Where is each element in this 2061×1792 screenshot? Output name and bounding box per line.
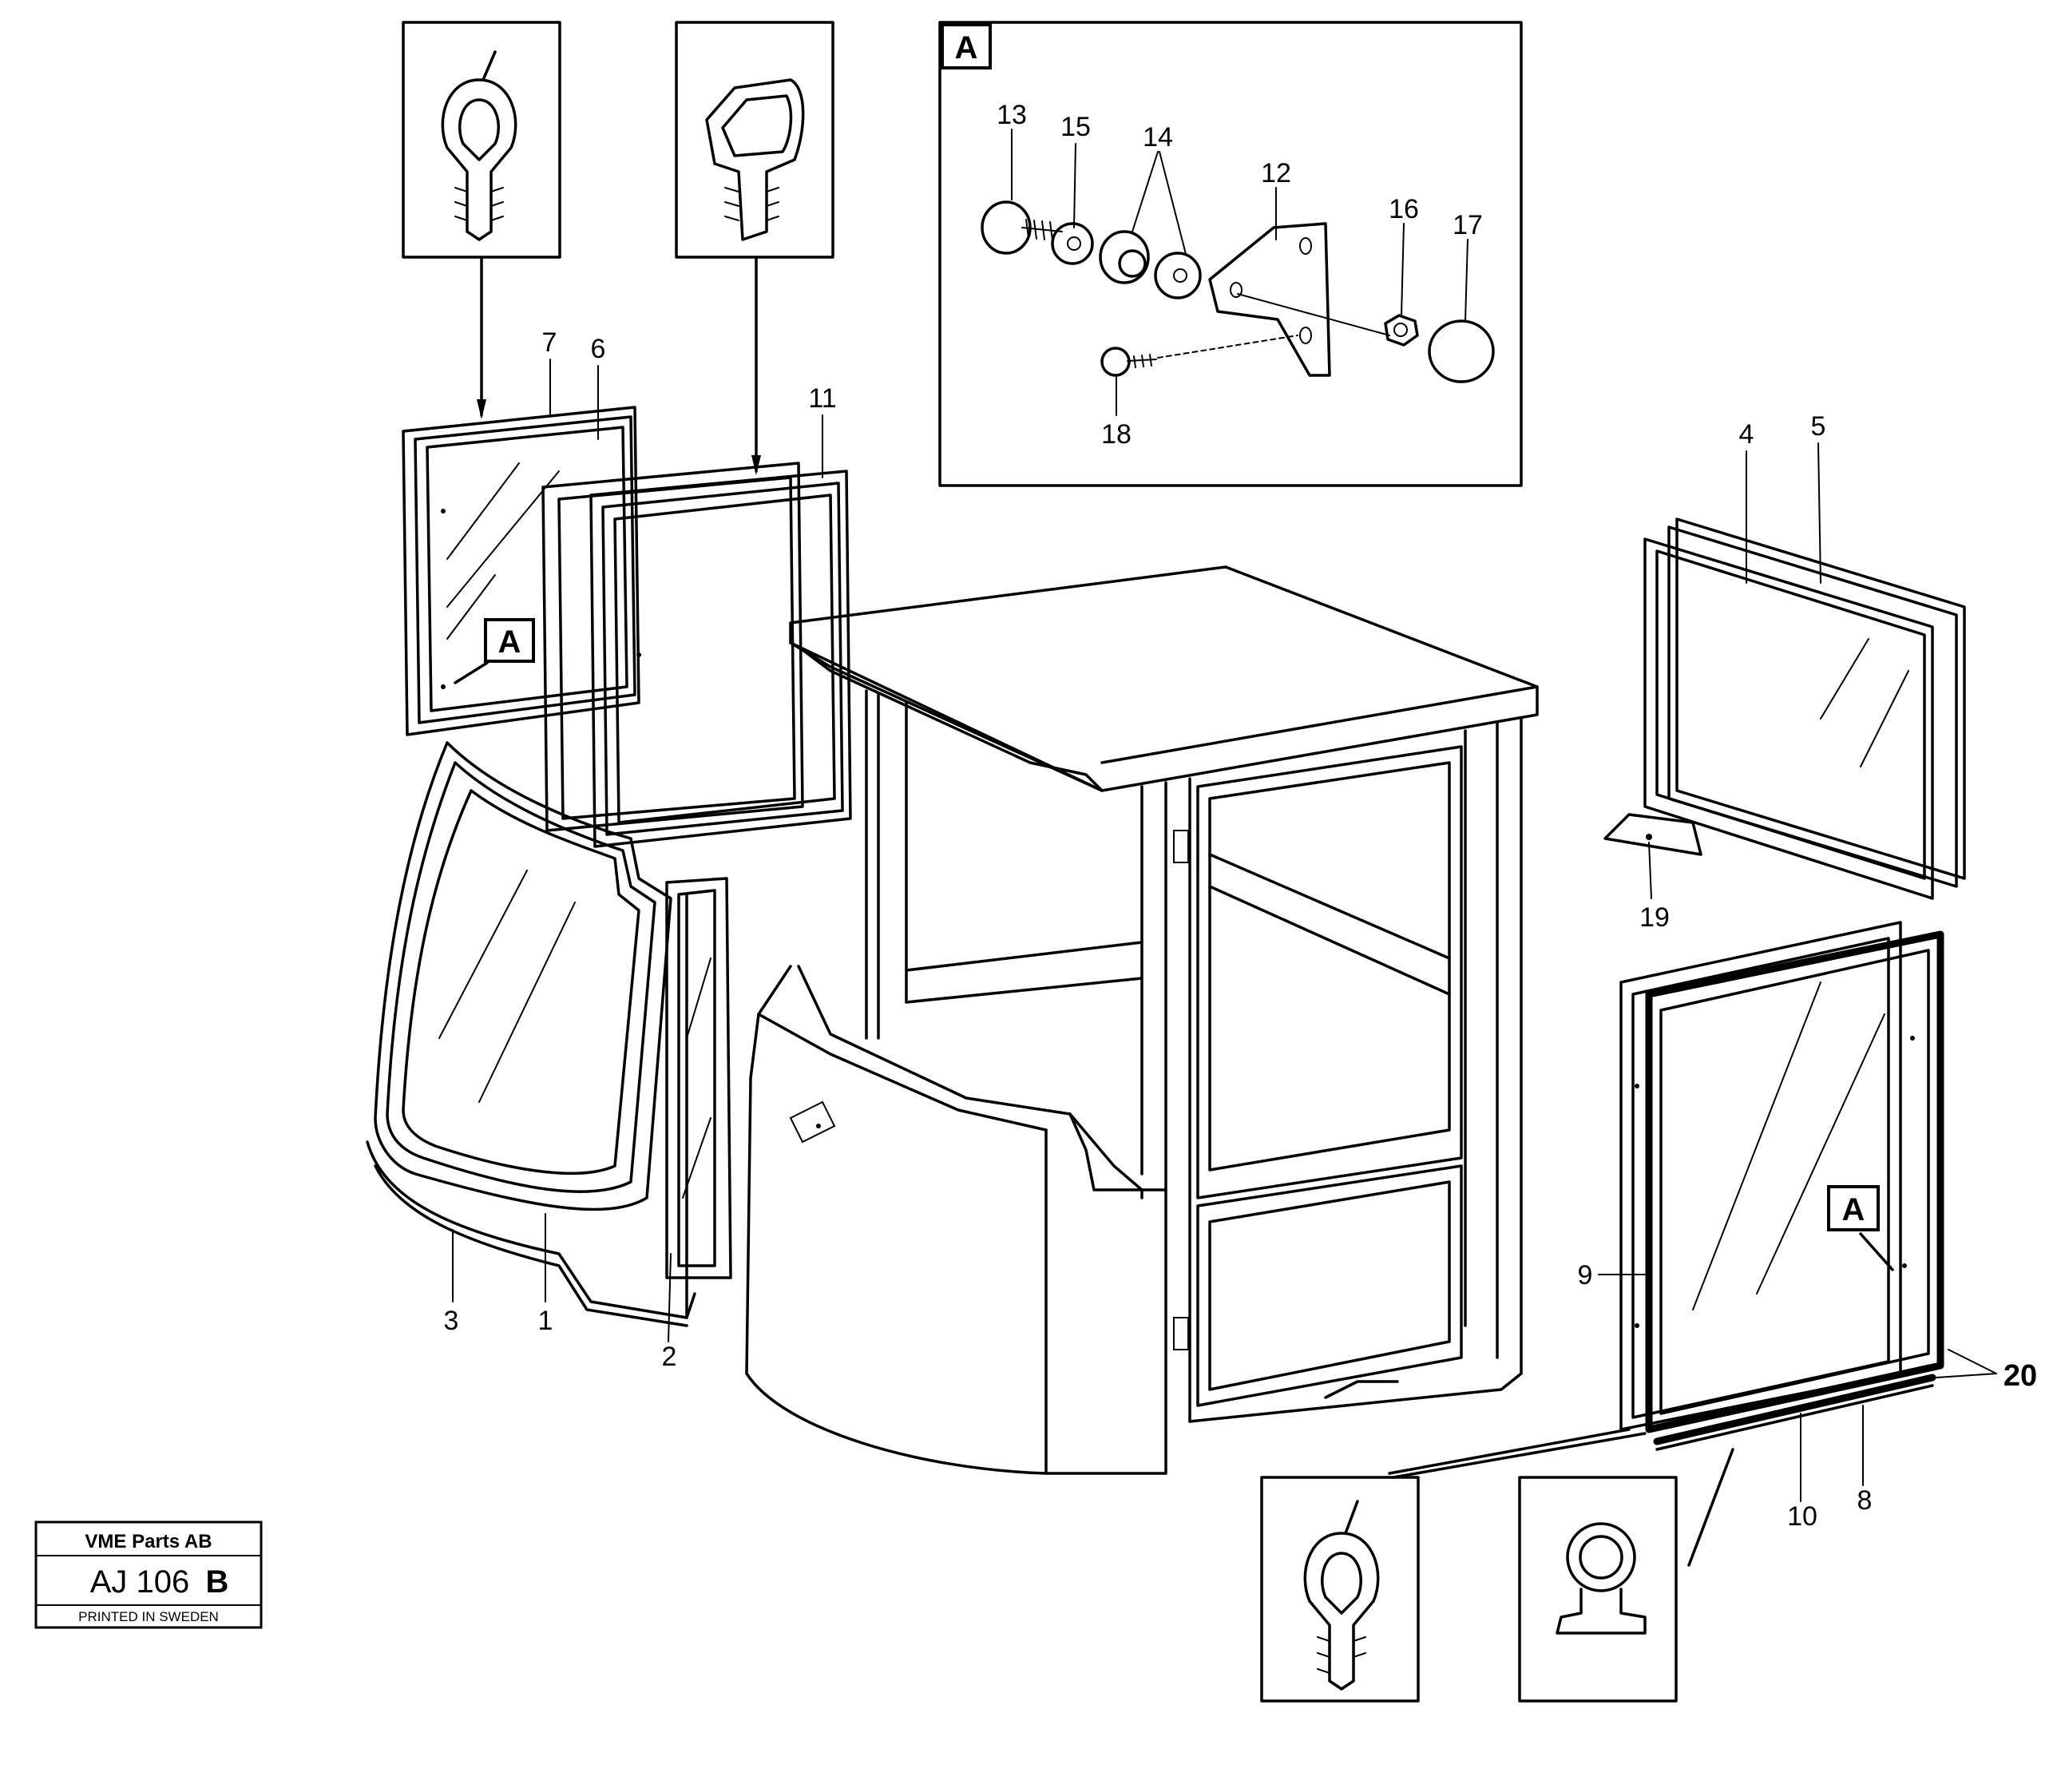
callout-7: 7 bbox=[542, 327, 557, 358]
callout-19: 19 bbox=[1639, 902, 1670, 933]
arrowhead bbox=[477, 399, 486, 419]
callout-2: 2 bbox=[662, 1342, 677, 1372]
callout-3: 3 bbox=[444, 1306, 459, 1336]
stamp-footer: PRINTED IN SWEDEN bbox=[78, 1609, 219, 1624]
callout-17: 17 bbox=[1453, 210, 1483, 240]
arrowhead bbox=[751, 455, 761, 475]
callout-13: 13 bbox=[997, 100, 1027, 130]
callout-18: 18 bbox=[1101, 419, 1132, 450]
callout-6: 6 bbox=[591, 334, 606, 364]
detail-a-box: A bbox=[938, 21, 1523, 487]
callout-1: 1 bbox=[538, 1306, 553, 1336]
windscreen-assembly bbox=[366, 741, 732, 1327]
callout-15: 15 bbox=[1060, 112, 1091, 142]
callout-8: 8 bbox=[1857, 1485, 1873, 1516]
stamp-code: AJ 106 bbox=[90, 1564, 190, 1600]
callout-10: 10 bbox=[1787, 1501, 1817, 1532]
detail-a-tag: A bbox=[955, 30, 978, 65]
callout-12: 12 bbox=[1261, 158, 1291, 188]
parts-stamp: VME Parts AB AJ 106 B PRINTED IN SWEDEN bbox=[34, 1520, 263, 1629]
cab-body bbox=[745, 565, 1539, 1475]
right-door-window: A bbox=[1598, 921, 1997, 1451]
callout-5: 5 bbox=[1811, 411, 1826, 442]
callout-leaders bbox=[452, 359, 1864, 1502]
callout-4: 4 bbox=[1739, 419, 1754, 450]
seal-profile-inset-left bbox=[402, 21, 561, 259]
seal-profile-inset-bottom-left bbox=[1260, 1476, 1420, 1703]
detail-a-tag-door: A bbox=[1842, 1192, 1865, 1227]
left-side-windows: A bbox=[402, 406, 852, 848]
callout-9: 9 bbox=[1578, 1260, 1593, 1290]
seal-profile-inset-bottom-right bbox=[1518, 1476, 1678, 1703]
right-rear-window bbox=[1603, 517, 1966, 900]
stamp-company: VME Parts AB bbox=[85, 1531, 212, 1552]
leader-arrow bbox=[1388, 1428, 1631, 1475]
seal-profile-inset-middle bbox=[675, 21, 834, 259]
callout-16: 16 bbox=[1389, 194, 1419, 224]
callout-20: 20 bbox=[2004, 1359, 2037, 1393]
callout-11: 11 bbox=[808, 383, 836, 414]
stamp-revision: B bbox=[206, 1564, 229, 1600]
leader-arrow bbox=[1392, 1432, 1647, 1479]
leader-arrow bbox=[1687, 1448, 1734, 1567]
detail-a-tag-window-7: A bbox=[498, 624, 521, 660]
callout-14: 14 bbox=[1143, 122, 1173, 153]
